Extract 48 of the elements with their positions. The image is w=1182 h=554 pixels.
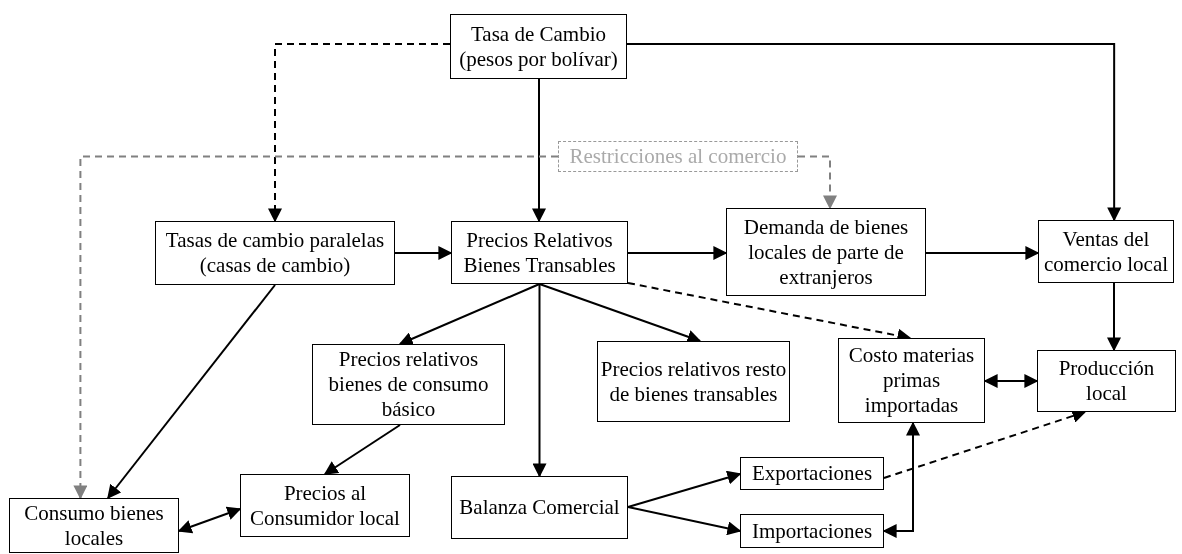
process-box bbox=[240, 474, 410, 537]
arrow bbox=[394, 246, 453, 260]
process-box bbox=[451, 476, 628, 539]
box-label: Tasa de Cambio (pesos por bolívar) bbox=[458, 21, 619, 72]
arrow bbox=[627, 506, 742, 536]
arrow bbox=[925, 246, 1040, 260]
process-box bbox=[450, 14, 627, 79]
box-label: Precios relativos bienes de consumo básico bbox=[327, 347, 490, 422]
box-label: Restricciones al comercio bbox=[568, 144, 788, 169]
process-box bbox=[451, 221, 628, 284]
arrow bbox=[398, 283, 541, 346]
process-box bbox=[838, 338, 985, 423]
box-label: Exportaciones bbox=[750, 461, 874, 486]
box-label: Demanda de bienes locales de parte de extranjeros bbox=[742, 214, 910, 290]
box-label: Consumo bienes locales bbox=[23, 500, 165, 551]
process-box bbox=[597, 341, 790, 422]
arrow bbox=[532, 78, 546, 223]
process-box bbox=[1038, 220, 1174, 283]
process-box bbox=[740, 514, 884, 548]
box-label: Precios Relativos Bienes Transables bbox=[462, 227, 617, 278]
box-label: Costo materias primas importadas bbox=[847, 343, 976, 418]
arrow bbox=[107, 284, 276, 500]
arrow bbox=[797, 155, 837, 210]
arrow bbox=[177, 506, 242, 534]
process-box bbox=[726, 208, 926, 296]
box-label: Precios al Consumidor local bbox=[249, 480, 401, 531]
box-label: Precios relativos resto de bienes transables bbox=[599, 356, 788, 407]
box-label: Balanza Comercial bbox=[458, 495, 621, 520]
arrow bbox=[627, 246, 728, 260]
process-box bbox=[9, 498, 179, 553]
arrow bbox=[323, 424, 401, 475]
process-box bbox=[1037, 350, 1176, 412]
process-box bbox=[312, 344, 505, 425]
arrow bbox=[626, 43, 1122, 222]
arrow bbox=[532, 283, 547, 478]
arrow bbox=[983, 374, 1039, 388]
arrow bbox=[1107, 282, 1121, 352]
process-box bbox=[155, 221, 395, 285]
arrow bbox=[73, 155, 559, 500]
process-box bbox=[740, 457, 884, 490]
box-label: Ventas del comercio local bbox=[1042, 226, 1170, 277]
box-label: Tasas de cambio paralelas (casas de cambio) bbox=[164, 228, 386, 278]
arrow bbox=[882, 421, 920, 538]
note-box bbox=[558, 141, 798, 172]
arrow bbox=[268, 43, 451, 223]
box-label: Producción local bbox=[1057, 356, 1156, 406]
arrow bbox=[627, 470, 742, 508]
box-label: Importaciones bbox=[750, 518, 874, 544]
